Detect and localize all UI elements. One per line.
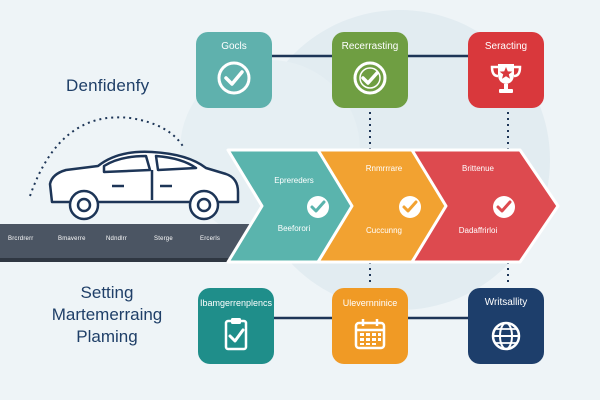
chevron-2-bottom-label: Cuccunng	[365, 226, 403, 235]
road	[0, 224, 262, 258]
card-sustainability: Writsallity	[468, 288, 544, 364]
check-circle-icon	[217, 61, 251, 95]
chevron-1-top-label: Eprereders	[274, 176, 314, 185]
chevron-2-top-label: Rnmrrrare	[365, 164, 403, 173]
heading-bottom-line-2: Martemerraing	[51, 305, 163, 324]
card-implementation-label: Ibamgerrenplencs	[200, 298, 273, 308]
clipboard-check-icon	[224, 318, 248, 351]
globe-icon	[491, 321, 521, 351]
card-forecasting-label: Recerrasting	[341, 41, 399, 52]
heading-bottom: Setting Martemerraing Plaming	[22, 282, 192, 348]
card-maintenance-label: Ulevernninice	[342, 298, 398, 308]
road-label-1: Brcrdrerr	[8, 236, 34, 242]
card-goals: Gocls	[196, 32, 272, 108]
trophy-star-icon	[490, 64, 522, 93]
check-badge-icon	[399, 196, 421, 218]
card-maintenance: Ulevernninice	[332, 288, 408, 364]
check-badge-icon	[307, 196, 329, 218]
road-edge	[0, 258, 232, 262]
heading-bottom-line-3: Plaming	[76, 327, 138, 346]
chevron-3-bottom-label: Dadaffrirloi	[458, 226, 498, 235]
car-dotted-arc	[29, 116, 185, 197]
card-forecasting: Recerrasting	[332, 32, 408, 108]
chevron-group	[226, 148, 560, 264]
road-label-2: Bmaverre	[58, 236, 86, 242]
check-badge-icon	[493, 196, 515, 218]
heading-bottom-line-1: Setting	[80, 283, 134, 302]
card-sustainability-label: Writsallity	[484, 297, 528, 308]
car-icon	[48, 150, 240, 221]
road-label-4: Sterge	[154, 236, 173, 242]
road-label-3: Ndndlrr	[106, 236, 128, 242]
chevron-3-top-label: Brittenue	[461, 164, 495, 173]
check-circle-icon	[353, 61, 387, 95]
card-selecting-label: Seracting	[484, 41, 528, 52]
card-implementation: Ibamgerrenplencs	[198, 288, 274, 364]
card-goals-label: Gocls	[221, 41, 247, 52]
chevron-1-bottom-label: Beeforori	[277, 224, 311, 233]
calendar-icon	[354, 319, 386, 350]
road-label-5: Ercerls	[200, 236, 221, 242]
chevron-3	[410, 148, 560, 264]
card-selecting: Seracting	[468, 32, 544, 108]
heading-top: Denfidenfy	[66, 76, 150, 95]
